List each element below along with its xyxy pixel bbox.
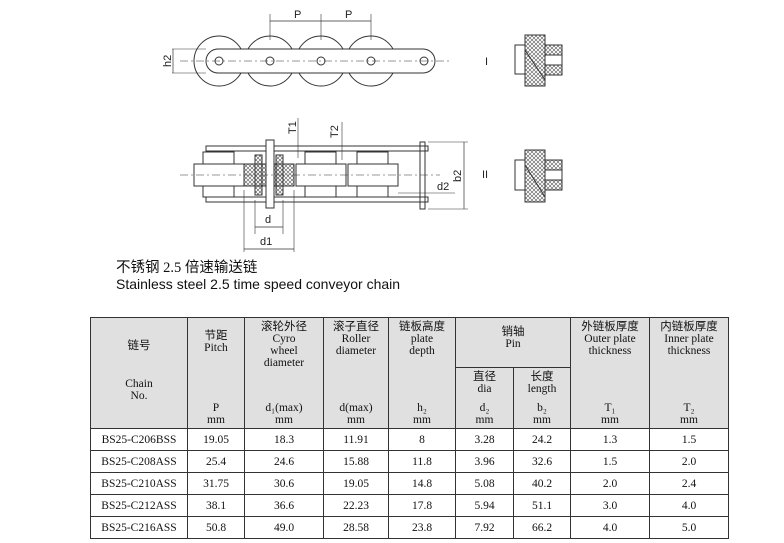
table-cell: 50.8 [187,516,245,539]
table-cell: 25.4 [187,450,245,473]
table-cell: 1.5 [570,450,650,473]
label-view-i: I [485,56,488,68]
table-cell: 1.5 [649,428,729,451]
chain-top-view [180,118,468,252]
label-p2: P [345,9,352,21]
table-cell: 8 [388,428,456,451]
table-cell: 32.6 [513,450,571,473]
caption-chinese: 不锈钢 2.5 倍速输送链 [116,260,258,276]
table-cell: 7.92 [455,516,514,539]
chain-no-cell: BS25-C216ASS [90,516,188,539]
table-cell: 3.96 [455,450,514,473]
table-cell: 2.0 [649,450,729,473]
table-cell: 30.6 [244,472,324,495]
caption-english: Stainless steel 2.5 time speed conveyor … [116,276,401,292]
table-cell: 4.0 [570,516,650,539]
table-cell: 31.75 [187,472,245,495]
table-cell: 24.2 [513,428,571,451]
chain-no-cell: BS25-C212ASS [90,494,188,517]
table-cell: 5.0 [649,516,729,539]
table-cell: 3.28 [455,428,514,451]
table-cell: 5.94 [455,494,514,517]
table-cell: 18.3 [244,428,324,451]
table-cell: 40.2 [513,472,571,495]
label-d2: d2 [437,181,449,193]
table-cell: 3.0 [570,494,650,517]
label-view-ii: II [482,169,488,181]
table-cell: 17.8 [388,494,456,517]
table-cell: 15.88 [323,450,389,473]
chain-side-view [172,14,450,87]
table-cell: 14.8 [388,472,456,495]
label-p1: P [294,9,301,21]
chain-no-cell: BS25-C206BSS [90,428,188,451]
label-t1: T1 [287,121,299,134]
chain-technical-drawing: P P h2 T1 T2 b2 d2 d d1 I II [162,9,563,252]
label-b2: b2 [452,170,464,182]
table-cell: 1.3 [570,428,650,451]
label-t2: T2 [329,125,341,138]
table-cell: 66.2 [513,516,571,539]
section-view-i [514,34,563,87]
label-d: d [265,214,271,226]
table-cell: 19.05 [323,472,389,495]
table-cell: 11.8 [388,450,456,473]
table-cell: 36.6 [244,494,324,517]
table-cell: 4.0 [649,494,729,517]
table-cell: 2.0 [570,472,650,495]
table-cell: 23.8 [388,516,456,539]
label-d1: d1 [260,236,272,248]
section-view-ii [514,149,563,203]
table-cell: 22.23 [323,494,389,517]
table-cell: 24.6 [244,450,324,473]
table-cell: 49.0 [244,516,324,539]
table-cell: 51.1 [513,494,571,517]
table-cell: 38.1 [187,494,245,517]
chain-no-cell: BS25-C210ASS [90,472,188,495]
table-cell: 5.08 [455,472,514,495]
chain-no-cell: BS25-C208ASS [90,450,188,473]
table-cell: 19.05 [187,428,245,451]
table-cell: 11.91 [323,428,389,451]
table-cell: 28.58 [323,516,389,539]
table-cell: 2.4 [649,472,729,495]
label-h2: h2 [162,55,174,67]
